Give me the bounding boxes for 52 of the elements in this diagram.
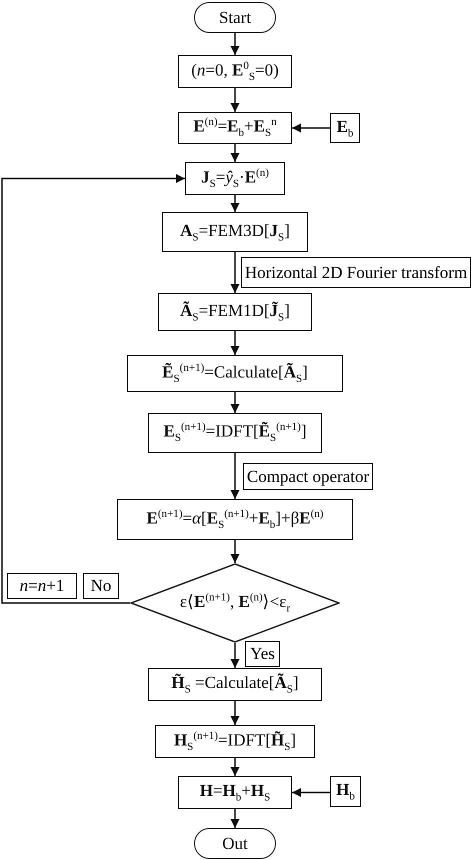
arrow [230, 453, 240, 499]
process-box [148, 668, 322, 701]
arrow [1, 174, 185, 604]
formula-text: Ẽ$_{S}$$^{(n+1)}$=Calculate[Ã$_{S}$] [162, 362, 308, 386]
process-box [178, 112, 292, 144]
process-box [178, 776, 292, 809]
process-box [117, 499, 353, 540]
formula-text: J$_{S}$=ŷ$_{S}$·E$^{(n)}$ [201, 166, 269, 190]
formula-text: Start [218, 8, 252, 28]
decision-diamond [130, 563, 340, 643]
arrow [230, 195, 240, 212]
process-box [162, 212, 308, 252]
process-box [178, 55, 292, 88]
edge-label: No [83, 573, 119, 599]
formula-text: H$_{b}$ [336, 780, 355, 803]
arrow [230, 643, 240, 668]
formula-text: E$_{b}$ [336, 116, 354, 140]
formula-text: Out [222, 834, 248, 854]
edge-label: Yes [245, 641, 280, 667]
formula-text: E$^{(n+1)}$=α[E$_{S}$$^{(n+1)}$+E$_{b}$]+βE$^{(n)}$ [146, 508, 324, 532]
arrow [230, 33, 240, 55]
process-box [148, 413, 322, 453]
arrow [230, 701, 240, 725]
arrow [230, 540, 240, 563]
edge-label: Compact operator [243, 463, 373, 490]
formula-text: H=H$_{b}$+H$_{S}$ [200, 781, 270, 804]
arrow [230, 758, 240, 776]
terminal-box [194, 828, 276, 859]
arrow [230, 331, 240, 355]
edge-label: Horizontal 2D Fourier transform [241, 257, 471, 288]
formula-text: E$_{S}$$^{(n+1)}$=IDFT[Ẽ$_{S}$$^{(n+1)}$] [164, 421, 306, 445]
process-box [158, 293, 312, 331]
process-box [127, 355, 343, 392]
arrow [230, 392, 240, 413]
process-box [155, 725, 315, 758]
formula-text: ε⟨E$^{(n+1)}$, E$^{(n)}$⟩<ε$_{r}$ [180, 591, 290, 615]
process-box [330, 113, 360, 143]
formula-text: H$_{S}$$^{(n+1)}$=IDFT[H̃$_{S}$] [174, 730, 296, 754]
arrow [230, 809, 240, 828]
arrow [230, 88, 240, 112]
arrow [292, 124, 330, 132]
formula-text: (n=0, E$^{0}$$_{S}$=0) [191, 60, 279, 84]
formula-text: A$_{S}$=FEM3D[J$_{S}$] [180, 220, 290, 244]
arrow [230, 252, 240, 293]
note-label: n=n+1 [7, 573, 77, 599]
formula-text: H̃$_{S}$ =Calculate[Ã$_{S}$] [171, 673, 299, 696]
process-box [185, 162, 285, 195]
arrow [230, 144, 240, 162]
formula-text: Ã$_{S}$=FEM1D[J̃$_{S}$] [180, 300, 290, 324]
terminal-box [194, 2, 276, 33]
arrow [292, 788, 330, 797]
process-box [330, 776, 361, 807]
